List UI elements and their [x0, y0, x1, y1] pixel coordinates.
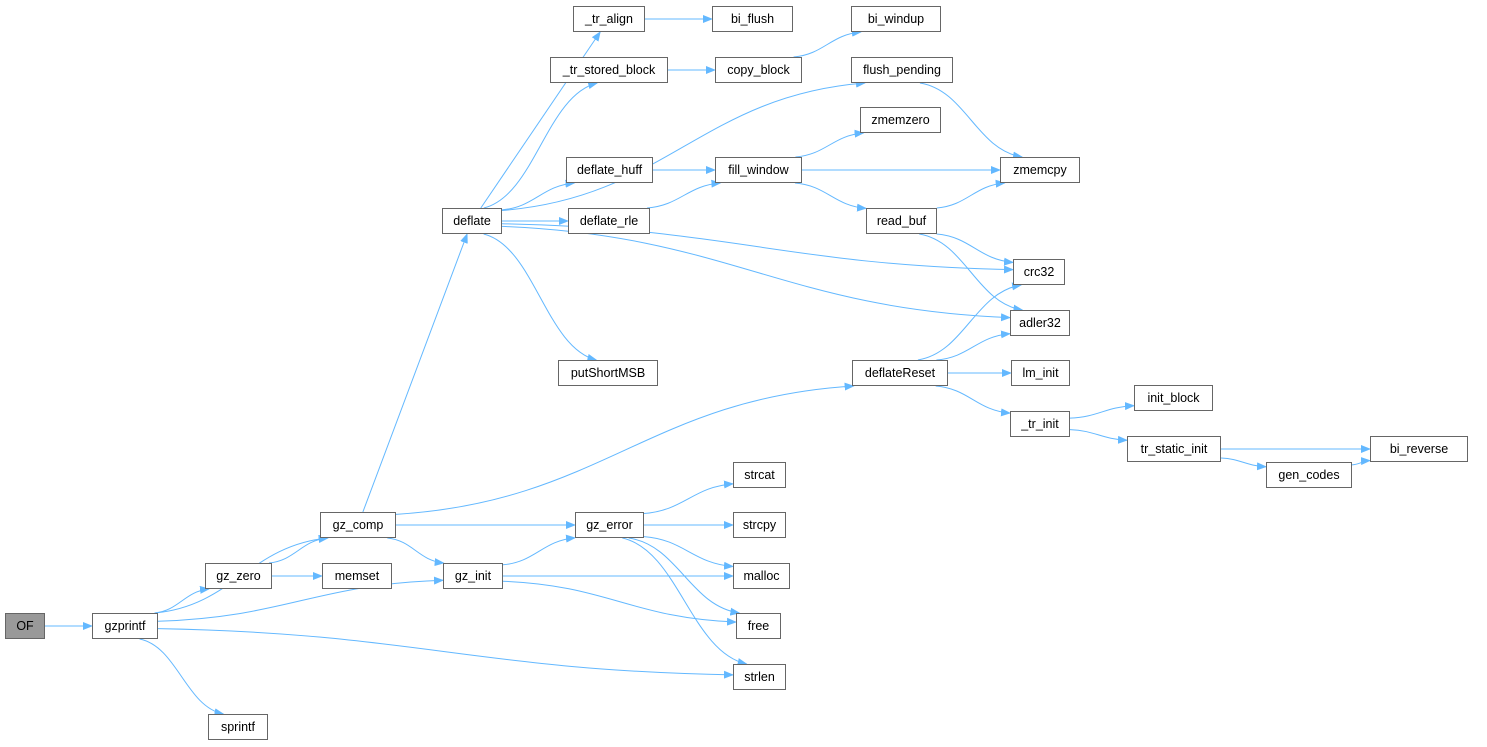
node-putshortmsb[interactable]: putShortMSB — [558, 360, 658, 386]
node-malloc[interactable]: malloc — [733, 563, 790, 589]
node-memset[interactable]: memset — [322, 563, 392, 589]
edge-gz-error-to-strlen — [622, 537, 748, 666]
edge-flush-pending-to-zmemcpy — [919, 82, 1024, 160]
edge-deflatereset-to-tr-init — [935, 385, 1011, 417]
node-tr-static-init[interactable]: tr_static_init — [1127, 436, 1221, 462]
edge-read-buf-to-zmemcpy — [936, 179, 1006, 209]
node-crc32[interactable]: crc32 — [1013, 259, 1065, 285]
node-fill-window[interactable]: fill_window — [715, 157, 802, 183]
node-gzprintf[interactable]: gzprintf — [92, 613, 158, 639]
node-strcat[interactable]: strcat — [733, 462, 786, 488]
node-deflate[interactable]: deflate — [442, 208, 502, 234]
node-tr-stored-block[interactable]: _tr_stored_block — [550, 57, 668, 83]
node-zmemzero[interactable]: zmemzero — [860, 107, 941, 133]
node-deflatereset[interactable]: deflateReset — [852, 360, 948, 386]
edge-deflate-to-putshortmsb — [483, 233, 598, 362]
node-flush-pending[interactable]: flush_pending — [851, 57, 953, 83]
edge-gz-error-to-free — [628, 537, 741, 616]
edge-gz-error-to-malloc — [643, 536, 734, 570]
edge-read-buf-to-crc32 — [936, 233, 1014, 266]
node-tr-align[interactable]: _tr_align — [573, 6, 645, 32]
node-gz-comp[interactable]: gz_comp — [320, 512, 396, 538]
node-bi-reverse[interactable]: bi_reverse — [1370, 436, 1468, 462]
edge-copy-block-to-bi-windup — [793, 28, 862, 58]
node-strcpy[interactable]: strcpy — [733, 512, 786, 538]
node-sprintf[interactable]: sprintf — [208, 714, 268, 740]
edge-gz-init-to-gz-error — [502, 534, 576, 566]
edge-gzprintf-to-gz-init — [157, 576, 444, 622]
edge-read-buf-to-adler32 — [919, 233, 1024, 313]
node-copy-block[interactable]: copy_block — [715, 57, 802, 83]
edge-gz-comp-to-deflate — [362, 233, 468, 513]
edge-deflatereset-to-adler32 — [936, 330, 1011, 361]
edge-deflate-to-tr-stored-block — [483, 81, 599, 209]
node-tr-init[interactable]: _tr_init — [1010, 411, 1070, 437]
edge-deflate-rle-to-fill-window — [647, 179, 722, 209]
node-read-buf[interactable]: read_buf — [866, 208, 937, 234]
edge-deflate-to-adler32 — [501, 225, 1011, 322]
node-adler32[interactable]: adler32 — [1010, 310, 1070, 336]
edge-tr-init-to-init-block — [1069, 402, 1135, 419]
edge-gen-codes-to-bi-reverse — [1351, 457, 1371, 466]
node-strlen[interactable]: strlen — [733, 664, 786, 690]
edge-deflate-to-deflate-huff — [501, 179, 576, 211]
edge-tr-static-init-to-gen-codes — [1220, 457, 1267, 471]
edge-gzprintf-to-strlen — [157, 628, 734, 679]
node-gz-zero[interactable]: gz_zero — [205, 563, 272, 589]
node-of[interactable]: OF — [5, 613, 45, 639]
node-bi-windup[interactable]: bi_windup — [851, 6, 941, 32]
edge-gz-error-to-strcat — [643, 480, 734, 514]
edge-gzprintf-to-gz-zero — [154, 585, 210, 614]
edge-fill-window-to-read-buf — [794, 182, 867, 212]
edge-gz-zero-to-gz-comp — [268, 534, 329, 564]
node-gz-error[interactable]: gz_error — [575, 512, 644, 538]
node-lm-init[interactable]: lm_init — [1011, 360, 1070, 386]
node-init-block[interactable]: init_block — [1134, 385, 1213, 411]
edge-gz-comp-to-deflatereset — [395, 382, 855, 515]
edge-gzprintf-to-sprintf — [139, 638, 225, 717]
node-bi-flush[interactable]: bi_flush — [712, 6, 793, 32]
node-free[interactable]: free — [736, 613, 781, 639]
node-zmemcpy[interactable]: zmemcpy — [1000, 157, 1080, 183]
edge-fill-window-to-zmemzero — [795, 129, 865, 158]
edge-deflate-to-flush-pending — [501, 79, 866, 211]
node-deflate-huff[interactable]: deflate_huff — [566, 157, 653, 183]
node-gz-init[interactable]: gz_init — [443, 563, 503, 589]
edge-gz-init-to-free — [502, 580, 737, 626]
edge-gz-comp-to-gz-init — [387, 537, 445, 567]
edge-deflatereset-to-crc32 — [917, 282, 1023, 361]
edge-tr-init-to-tr-static-init — [1069, 429, 1128, 444]
node-gen-codes[interactable]: gen_codes — [1266, 462, 1352, 488]
node-deflate-rle[interactable]: deflate_rle — [568, 208, 650, 234]
